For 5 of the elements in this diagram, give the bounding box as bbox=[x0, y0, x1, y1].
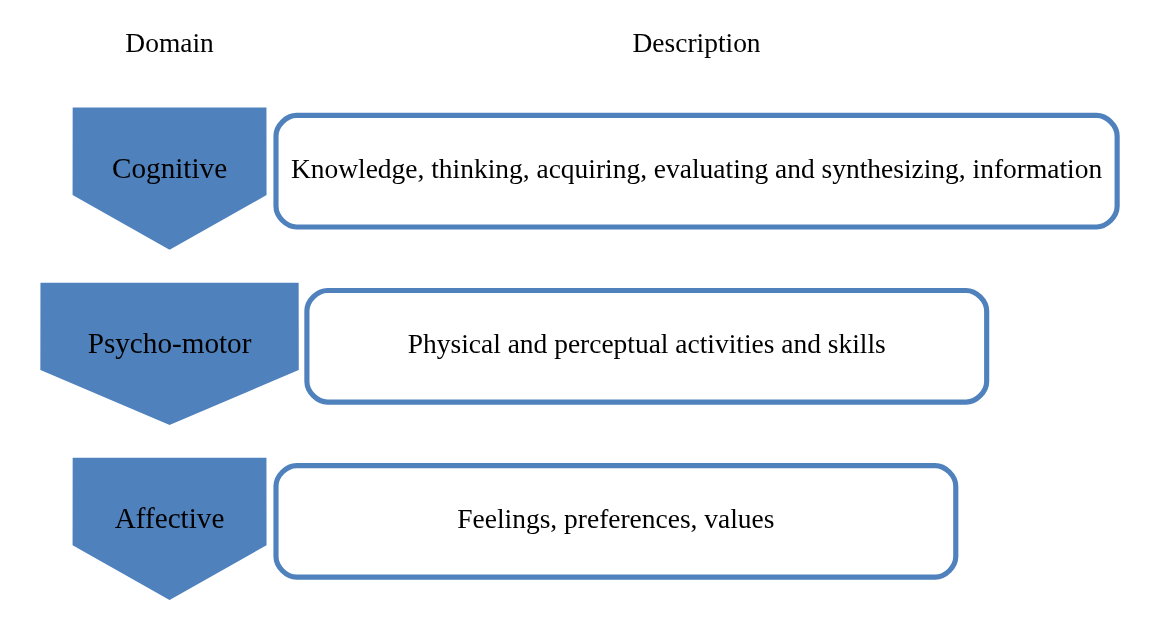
node-box: Feelings, preferences, values bbox=[273, 463, 959, 580]
node-box: Physical and perceptual activities and skills bbox=[304, 287, 990, 405]
label: Description bbox=[632, 28, 761, 59]
label: Domain bbox=[125, 28, 214, 59]
node-box: Knowledge, thinking, acquiring, evaluating and synthesizing, information bbox=[273, 112, 1120, 230]
